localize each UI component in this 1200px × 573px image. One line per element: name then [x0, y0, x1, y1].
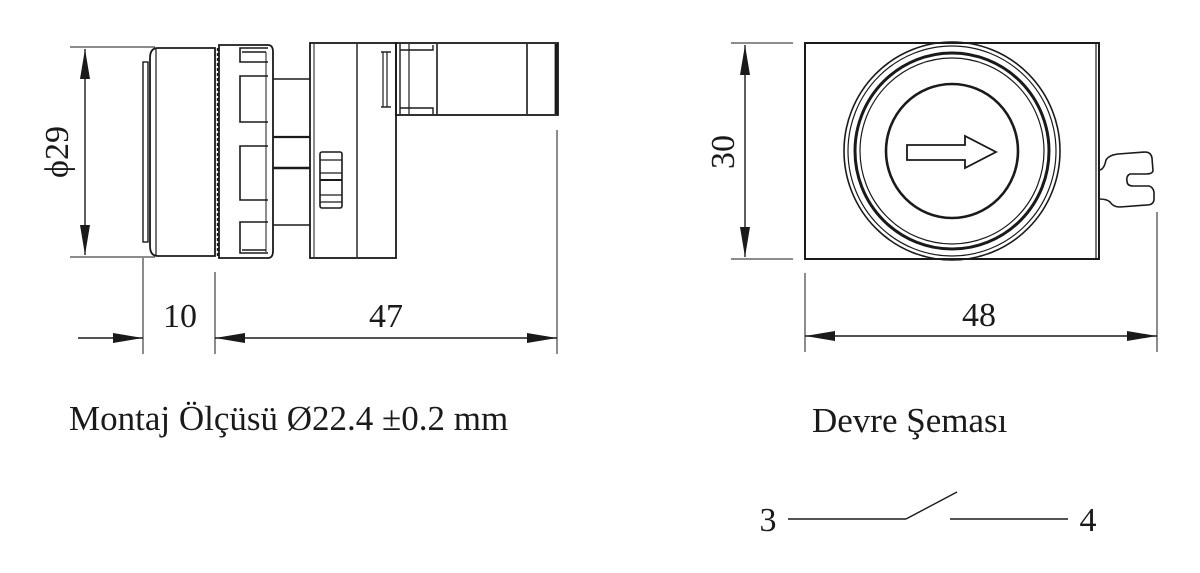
- circuit-diagram: [788, 491, 1068, 520]
- switch-contact: [905, 491, 958, 520]
- front-view: [731, 41, 1158, 352]
- height-dimension: [731, 42, 793, 260]
- terminal-3-label: 3: [760, 502, 777, 539]
- stem: [273, 78, 310, 226]
- length-dimensions: [78, 130, 558, 354]
- terminal-lug: [1098, 151, 1155, 208]
- front-depth-label: 10: [163, 298, 197, 335]
- terminal-4-label: 4: [1080, 502, 1097, 539]
- mounting-ring: [216, 44, 274, 259]
- front-housing: [804, 42, 1100, 260]
- diameter-dimension: [70, 46, 155, 258]
- circuit-caption: Devre Şeması: [812, 401, 1008, 440]
- arrow-right-icon: [906, 134, 998, 170]
- width-dimension: [804, 212, 1158, 352]
- height-label: 30: [705, 135, 742, 169]
- side-view: [70, 42, 559, 354]
- push-button: [843, 41, 1061, 261]
- width-label: 48: [962, 297, 996, 334]
- body-length-label: 47: [369, 298, 403, 335]
- terminal-housing: [395, 42, 559, 116]
- mounting-caption: Montaj Ölçüsü Ø22.4 ±0.2 mm: [69, 399, 508, 438]
- diameter-label: ϕ29: [39, 126, 76, 178]
- contact-block: [309, 42, 397, 259]
- button-cap: [142, 47, 216, 257]
